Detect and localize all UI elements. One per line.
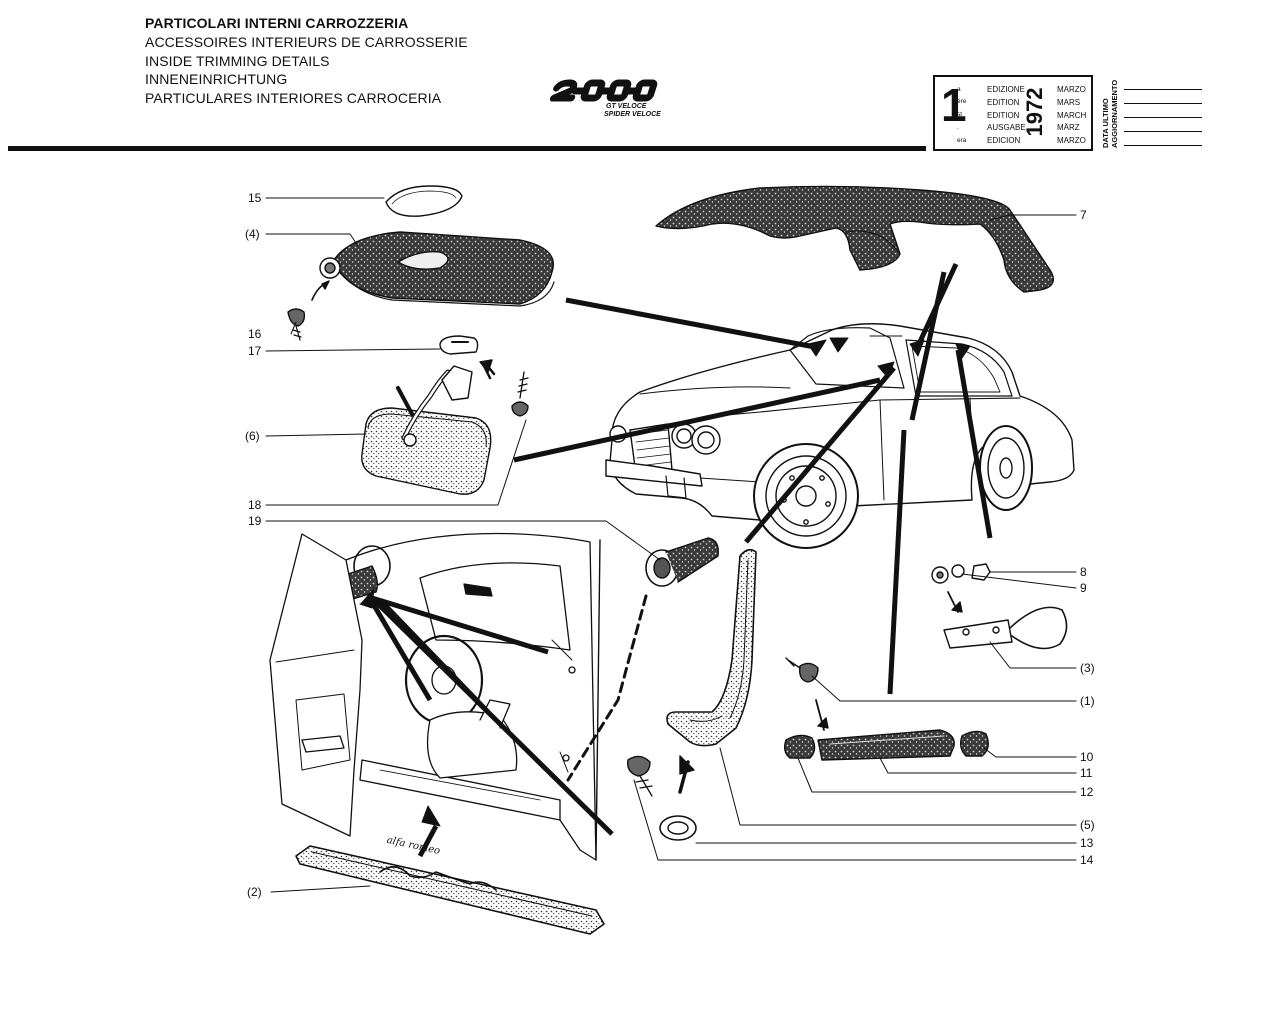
pointer-lines — [369, 262, 993, 858]
part-4-sun-visor — [311, 231, 555, 307]
variant-gt-veloce: GT VELOCE — [606, 103, 647, 110]
part-19-assist-grip — [319, 537, 719, 606]
edition-suffix: a — [957, 86, 961, 93]
edition-label: EDITION — [987, 111, 1020, 120]
callout-17: 17 — [248, 344, 262, 358]
part-14-screw — [627, 755, 653, 797]
arrow-head — [807, 339, 827, 357]
edition-month: MARZO — [1057, 136, 1086, 145]
callout-8: 8 — [1080, 565, 1087, 579]
callout-14: 14 — [1080, 853, 1094, 867]
car-body — [605, 323, 1075, 549]
arrow-head — [679, 755, 695, 775]
callout-11: 11 — [1080, 766, 1093, 780]
callout-2: (2) — [247, 885, 262, 899]
arrow-head — [877, 361, 895, 379]
callout-3: (3) — [1080, 661, 1095, 675]
title-english: INSIDE TRIMMING DETAILS — [145, 52, 330, 69]
edition-suffix: st — [957, 111, 963, 118]
callout-6: (6) — [245, 429, 260, 443]
callout-10: 10 — [1080, 750, 1094, 764]
arrow-head — [955, 343, 971, 359]
edition-box: 1 a ére st . era EDIZIONE EDITION EDITIO… — [933, 75, 1093, 151]
arrow-head — [421, 805, 441, 827]
part-17-clip — [439, 335, 479, 355]
leader-lines — [265, 197, 1077, 893]
callout-9: 9 — [1080, 581, 1087, 595]
edition-suffix: . — [957, 124, 959, 131]
variant-spider-veloce: SPIDER VELOCE — [604, 111, 661, 118]
arrow-head — [359, 587, 375, 609]
title-spanish: PARTICULARES INTERIORES CARROCERIA — [145, 90, 442, 107]
part-13-grommet — [659, 815, 697, 841]
callout-4: (4) — [245, 227, 260, 241]
callout-13: 13 — [1080, 836, 1094, 850]
edition-month: MÄRZ — [1057, 123, 1080, 132]
part-7-headliner — [655, 185, 1054, 293]
title-block: PARTICOLARI INTERNI CARROZZERIA ACCESSOI… — [145, 14, 468, 108]
arrow-head — [909, 339, 925, 357]
part-18-screw — [479, 359, 529, 417]
update-line — [1124, 117, 1202, 118]
edition-month: MARS — [1057, 98, 1081, 107]
edition-suffix: era — [957, 137, 967, 144]
edition-label: EDIZIONE — [987, 85, 1025, 94]
edition-label: AUSGABE — [987, 123, 1026, 132]
part-5-pillar-trim — [666, 548, 757, 747]
edition-label: EDITION — [987, 98, 1020, 107]
interior-scene — [269, 532, 601, 861]
update-line — [1124, 131, 1202, 132]
model-logo-graphic — [549, 79, 658, 102]
edition-suffix: ére — [957, 98, 967, 105]
callout-7: 7 — [1080, 208, 1087, 222]
callout-19: 19 — [248, 514, 262, 528]
update-line — [1124, 89, 1202, 90]
update-line — [1124, 145, 1202, 146]
door-script-text: alfa romeo — [386, 835, 441, 857]
part-2-sill-plate — [295, 845, 605, 935]
header-rule — [8, 146, 926, 151]
edition-month: MARZO — [1057, 85, 1086, 94]
title-french: ACCESSOIRES INTERIEURS DE CARROSSERIE — [145, 33, 468, 50]
callout-5: (5) — [1080, 818, 1095, 832]
model-logo: 2000 — [548, 72, 678, 132]
part-6-rear-view-mirror — [361, 365, 492, 495]
callout-18: 18 — [248, 498, 262, 512]
callout-12: 12 — [1080, 785, 1094, 799]
edition-number: 1 — [941, 79, 967, 131]
title-italian: PARTICOLARI INTERNI CARROZZERIA — [145, 15, 409, 31]
part-3-coat-hook — [943, 606, 1068, 650]
arrow-head — [829, 337, 849, 353]
edition-month: MARCH — [1057, 111, 1087, 120]
callout-1: (1) — [1080, 694, 1095, 708]
callout-16: 16 — [248, 327, 262, 341]
part-8-9-knob-washer — [931, 563, 991, 613]
part-16-screw — [287, 308, 306, 341]
part-10-11-12-grab-handle — [783, 729, 989, 761]
update-line — [1124, 103, 1202, 104]
callout-15: 15 — [248, 191, 262, 205]
part-1-screw — [785, 657, 829, 731]
dashed-pointer — [566, 594, 648, 782]
title-german: INNENEINRICHTUNG — [145, 71, 288, 88]
part-15-vanity-mirror — [385, 185, 463, 217]
edition-label: EDICION — [987, 136, 1021, 145]
